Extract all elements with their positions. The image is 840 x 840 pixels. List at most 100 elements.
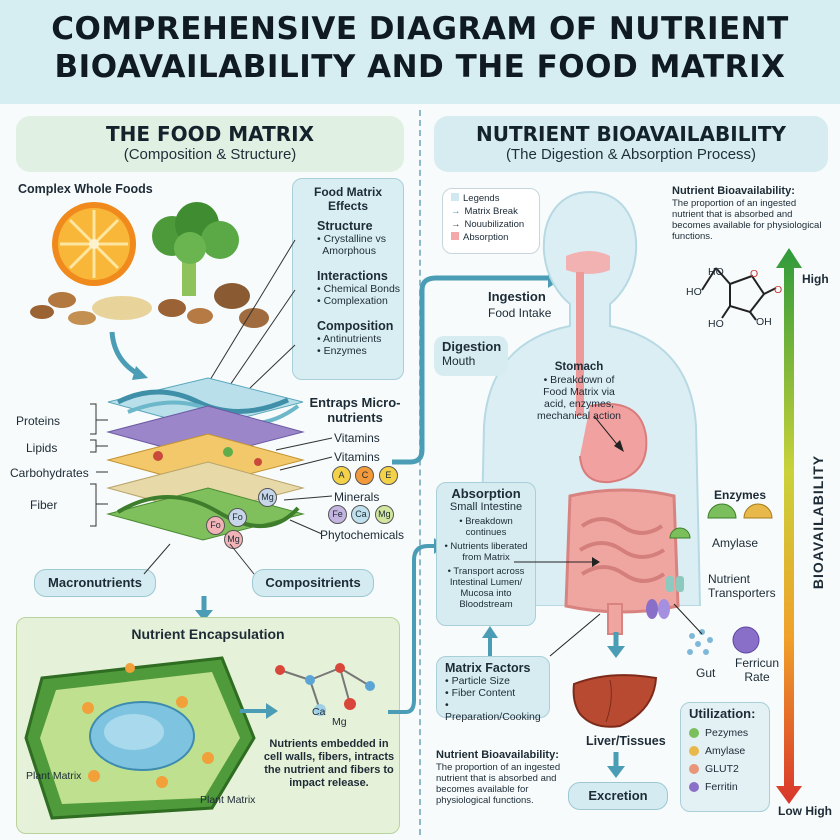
arrow-cell-to-molecules: [240, 700, 280, 722]
digestion-box: Digestion Mouth: [434, 336, 508, 376]
transporter-icon: [664, 572, 694, 596]
vitamins-label-2: Vitamins: [334, 450, 380, 464]
gut-label: Gut: [696, 666, 715, 680]
digestion-title: Digestion: [442, 340, 500, 354]
utilization-item: Pezymes: [689, 727, 761, 739]
layer-label-fiber: Fiber: [30, 498, 57, 512]
molecule-atom-label: OH: [756, 316, 772, 328]
matrix-factor-item: • Particle Size: [445, 675, 541, 687]
ferritin-rate-label: Ferricun Rate: [732, 656, 782, 684]
food-matrix-header: THE FOOD MATRIX (Composition & Structure…: [16, 116, 404, 172]
compositrients-pill: Compositrients: [252, 569, 374, 597]
bottom-definition-title: Nutrient Bioavailability:: [436, 748, 566, 762]
ferritin-icon: [689, 782, 699, 792]
orange-icon: [52, 202, 136, 286]
liver-icon: [570, 670, 660, 732]
matrix-factor-item: • Fiber Content: [445, 687, 541, 699]
macronutrients-pill: Macronutrients: [34, 569, 156, 597]
plant-matrix-label-bottom: Plant Matrix: [200, 794, 255, 806]
layer-label-proteins: Proteins: [16, 414, 60, 428]
absorption-pointer: [512, 552, 602, 572]
plant-matrix-label-left: Plant Matrix: [26, 770, 86, 782]
utilization-item: GLUT2: [689, 763, 761, 775]
legend-item: →Nouubilization: [451, 218, 539, 231]
encapsulation-title: Nutrient Encapsulation: [17, 626, 399, 642]
food-matrix-subtitle: (Composition & Structure): [16, 146, 404, 163]
chip: Fo: [228, 508, 247, 527]
absorption-item: • Transport across Intestinal Lumen/ Muc…: [443, 566, 529, 610]
amylase-icon: [689, 746, 699, 756]
effects-item: • Crystalline vs: [317, 233, 403, 245]
utilization-item: Ferritin: [689, 781, 761, 793]
effects-leader-lines: [200, 220, 300, 390]
legend-box: Legends →Matrix Break →Nouubilization Ab…: [442, 188, 540, 254]
food-matrix-effects-box: Food Matrix Effects Structure • Crystall…: [292, 178, 404, 380]
enzyme-on-gut-icon: [668, 526, 698, 550]
molecule-atom-label: O: [750, 268, 758, 280]
bioavailability-title: NUTRIENT BIOAVAILABILITY: [434, 122, 828, 146]
effects-item: Amorphous: [317, 245, 403, 257]
layer-label-lipids: Lipids: [26, 441, 57, 455]
matrix-factors-box: Matrix Factors • Particle Size • Fiber C…: [436, 656, 550, 718]
liver-label: Liver/Tissues: [586, 734, 666, 748]
legend-item: Absorption: [451, 231, 539, 244]
definition-text: The proportion of an ingested nutrient t…: [672, 198, 822, 242]
stomach-label: Stomach • Breakdown of Food Matrix via a…: [534, 360, 624, 422]
molecule-label-ca: Ca: [312, 706, 325, 718]
ingestion-label: Ingestion Food Intake: [488, 290, 551, 320]
molecule-label-mg: Mg: [332, 716, 347, 728]
title-line-1: COMPREHENSIVE DIAGRAM OF NUTRIENT: [0, 10, 840, 48]
arrow-intestine-to-liver: [604, 632, 628, 660]
minerals-label: Minerals: [334, 490, 379, 504]
magnesium-chip: Mg: [375, 505, 394, 524]
chip: Fo: [206, 516, 225, 535]
scale-label: BIOAVAILABILITY: [810, 442, 830, 602]
pill-connectors: [140, 540, 260, 580]
vitamins-label-1: Vitamins: [334, 431, 380, 445]
title-line-2: BIOAVAILABILITY AND THE FOOD MATRIX: [0, 48, 840, 86]
bioavailability-subtitle: (The Digestion & Absorption Process): [434, 146, 828, 163]
absorption-sub: Small Intestine: [443, 501, 529, 513]
layer-brackets: [60, 400, 110, 530]
utilization-title: Utilization:: [689, 707, 761, 721]
vitamin-c-chip: C: [355, 466, 374, 485]
pezymes-icon: [689, 728, 699, 738]
enzyme-shapes: [704, 500, 780, 536]
ingestion-title: Ingestion: [488, 290, 551, 304]
main-title: COMPREHENSIVE DIAGRAM OF NUTRIENT BIOAVA…: [0, 10, 840, 86]
legend-item: →Matrix Break: [451, 205, 539, 218]
entraps-leader-lines: [270, 430, 340, 540]
calcium-chip: Ca: [351, 505, 370, 524]
legend-item: Legends: [451, 192, 539, 205]
amylase-label: Amylase: [712, 536, 758, 550]
stomach-pointer: [590, 414, 630, 454]
whole-foods-label: Complex Whole Foods: [18, 182, 153, 196]
glut2-icon: [689, 764, 699, 774]
encapsulation-note: Nutrients embedded in cell walls, fibers…: [262, 738, 396, 790]
arrow-matrix-factors-up: [478, 626, 502, 656]
food-matrix-title: THE FOOD MATRIX: [16, 122, 404, 146]
matrix-factors-pointer: [546, 610, 606, 660]
utilization-item: Amylase: [689, 745, 761, 757]
excretion-pill: Excretion: [568, 782, 668, 810]
nutrient-molecules-illustration: [270, 650, 390, 730]
absorption-item: • Breakdown continues: [443, 516, 529, 538]
stomach-title: Stomach: [534, 360, 624, 374]
absorption-title: Absorption: [443, 487, 529, 501]
gut-pointer: [668, 600, 708, 640]
bottom-bioavailability-definition: Nutrient Bioavailability: The proportion…: [436, 748, 566, 806]
matrix-factor-item: • Preparation/Cooking: [445, 699, 541, 723]
scale-high-label: High: [802, 272, 829, 286]
definition-title: Nutrient Bioavailability:: [672, 184, 822, 198]
bioavailability-header: NUTRIENT BIOAVAILABILITY (The Digestion …: [434, 116, 828, 172]
vitamin-chips: A C E: [332, 465, 398, 485]
bottom-definition-text: The proportion of an ingested nutrient t…: [436, 762, 566, 806]
bioavailability-definition: Nutrient Bioavailability: The proportion…: [672, 184, 822, 242]
effects-title: Food Matrix Effects: [293, 185, 403, 213]
molecule-atom-label: HO: [686, 286, 702, 298]
molecule-atom-label: HO: [708, 318, 724, 330]
utilization-box: Utilization: Pezymes Amylase GLUT2 Ferri…: [680, 702, 770, 812]
ingestion-sub: Food Intake: [488, 306, 551, 320]
digestion-sub: Mouth: [442, 354, 500, 368]
nutrient-transporters-label: Nutrient Transporters: [708, 572, 798, 600]
